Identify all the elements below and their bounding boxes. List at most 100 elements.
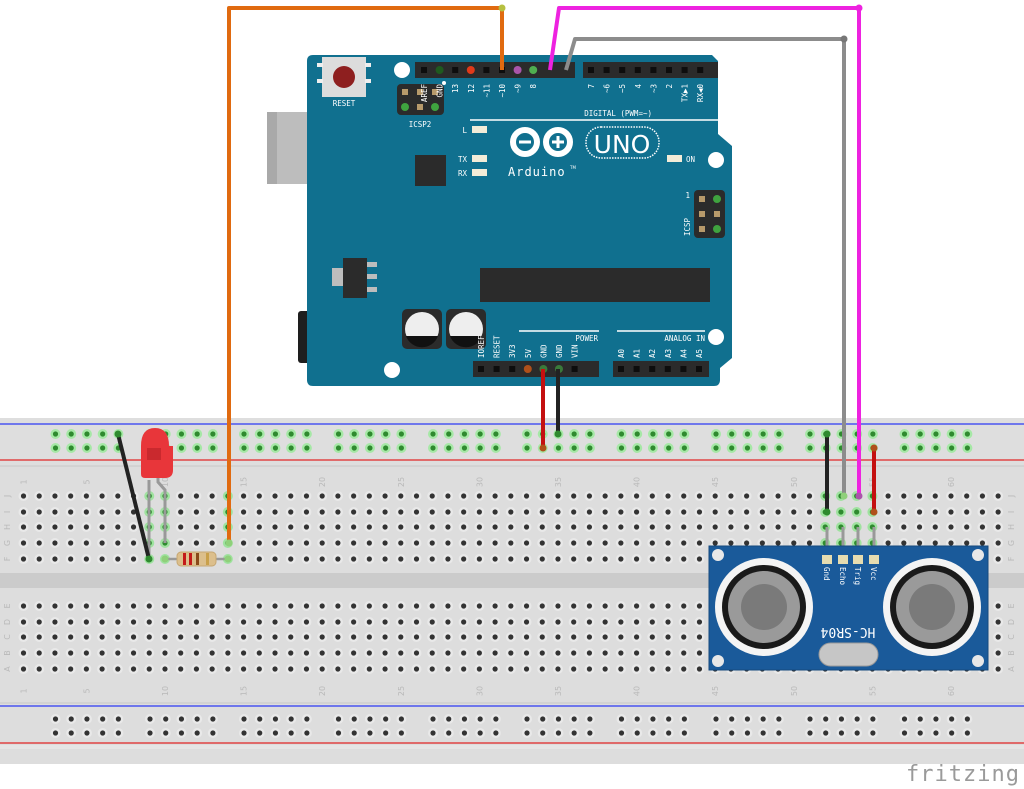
header-pin-TX▶1[interactable] <box>681 67 688 73</box>
svg-text:TM: TM <box>569 165 576 170</box>
voltage-regulator <box>332 258 377 298</box>
row-label: J <box>3 495 12 498</box>
wires <box>114 4 878 563</box>
pin-label: RX◀0 <box>696 84 705 103</box>
header-pin-~9[interactable] <box>513 66 522 74</box>
header-pin-~3[interactable] <box>650 67 657 73</box>
ultrasonic-transducer <box>715 558 813 656</box>
hc-sr04-sensor[interactable]: Gnd Echo Trig Vcc HC-SR04 <box>708 527 989 671</box>
column-number: 50 <box>790 477 799 487</box>
row-label: A <box>3 666 12 672</box>
header-pin-A2[interactable] <box>649 366 656 372</box>
column-number: 10 <box>161 686 170 696</box>
wire-magenta-pin9[interactable] <box>548 6 861 496</box>
resistor[interactable] <box>165 551 228 567</box>
header-pin-~6[interactable] <box>603 67 610 73</box>
red-led[interactable] <box>141 428 173 559</box>
pin-label: A4 <box>679 348 688 358</box>
header-pin-8[interactable] <box>529 66 538 74</box>
capacitor <box>402 309 442 349</box>
pin-label: A1 <box>633 349 642 358</box>
icsp-label: ICSP <box>683 217 692 236</box>
header-pin-RESET[interactable] <box>493 366 500 372</box>
wire-endpoint[interactable] <box>539 444 547 452</box>
svg-text:TX: TX <box>458 155 468 164</box>
row-label: B <box>3 650 12 656</box>
header-pin-~11[interactable] <box>483 67 490 73</box>
row-label: G <box>1007 540 1016 546</box>
header-pin-~5[interactable] <box>619 67 626 73</box>
header-pin-GND[interactable] <box>435 66 444 74</box>
atmega-chip <box>480 268 710 302</box>
wire-endpoint[interactable] <box>224 555 232 563</box>
wire-endpoint[interactable] <box>840 35 848 43</box>
analog-header <box>613 361 709 377</box>
header-pin-5V[interactable] <box>523 365 532 373</box>
wire-endpoint[interactable] <box>225 539 233 547</box>
infinity-icon <box>510 127 573 157</box>
pin-label: ~10 <box>498 84 507 98</box>
wire-endpoint[interactable] <box>870 508 878 516</box>
wire-endpoint[interactable] <box>114 430 122 438</box>
header-pin-2[interactable] <box>666 67 672 73</box>
header-pin-A0[interactable] <box>618 366 624 372</box>
wire-endpoint[interactable] <box>161 555 169 563</box>
sensor-pin-gnd: Gnd <box>822 567 831 581</box>
column-number: 30 <box>475 686 484 696</box>
reset-button-cap[interactable] <box>333 66 355 88</box>
wire-orange-pin12[interactable] <box>227 6 504 543</box>
header-pin-AREF[interactable] <box>421 67 427 73</box>
wire-endpoint[interactable] <box>855 492 863 500</box>
reset-label: RESET <box>333 99 356 108</box>
sensor-pin-vcc: Vcc <box>869 567 878 581</box>
column-number: 5 <box>82 688 91 693</box>
ultrasonic-transducer <box>883 558 981 656</box>
wire-gray-pin8[interactable] <box>564 37 846 496</box>
arduino-pcb <box>307 55 732 386</box>
wire-endpoint[interactable] <box>823 508 831 516</box>
row-label: H <box>3 524 12 530</box>
wire-endpoint[interactable] <box>145 555 153 563</box>
column-number: 25 <box>397 686 406 696</box>
header-pin-7[interactable] <box>588 67 594 73</box>
svg-text:ON: ON <box>686 155 695 164</box>
pin-label: TX▶1 <box>681 84 690 102</box>
header-pin-VIN[interactable] <box>571 366 578 372</box>
header-pin-IOREF[interactable] <box>478 366 484 372</box>
header-pin-13[interactable] <box>452 67 459 73</box>
header-pin-A5[interactable] <box>696 366 702 372</box>
row-label: D <box>3 619 12 625</box>
mounting-hole <box>972 549 984 561</box>
wire-endpoint[interactable] <box>855 4 863 12</box>
wire-endpoint[interactable] <box>498 4 506 12</box>
row-label: C <box>3 634 12 640</box>
mounting-hole <box>384 362 400 378</box>
usb-chip <box>415 155 446 186</box>
header-pin-A3[interactable] <box>664 366 671 372</box>
column-number: 55 <box>868 686 877 696</box>
wire-endpoint[interactable] <box>870 444 878 452</box>
resistor-band <box>206 553 209 565</box>
header-pin-3V3[interactable] <box>509 366 516 372</box>
wire-endpoint[interactable] <box>554 430 562 438</box>
column-number: 35 <box>554 477 563 487</box>
reset-button[interactable] <box>317 57 371 97</box>
header-pin-A1[interactable] <box>633 366 640 372</box>
pin-label: ~5 <box>618 84 627 93</box>
wire-endpoint[interactable] <box>823 430 831 438</box>
header-pin-RX◀0[interactable] <box>697 67 704 73</box>
header-pin-12[interactable] <box>466 66 475 74</box>
pin-label: ~11 <box>482 84 491 98</box>
column-number: 60 <box>947 686 956 696</box>
pin-label: 4 <box>634 84 643 89</box>
wire-black-led-ground[interactable] <box>116 433 151 560</box>
row-label: G <box>3 540 12 546</box>
pin-label: AREF <box>420 84 429 103</box>
pin-label: A2 <box>648 349 657 358</box>
header-pin-A4[interactable] <box>680 366 687 372</box>
header-pin-4[interactable] <box>634 67 641 73</box>
wire-endpoint[interactable] <box>840 492 848 500</box>
model-badge-text: UNO <box>594 130 651 159</box>
